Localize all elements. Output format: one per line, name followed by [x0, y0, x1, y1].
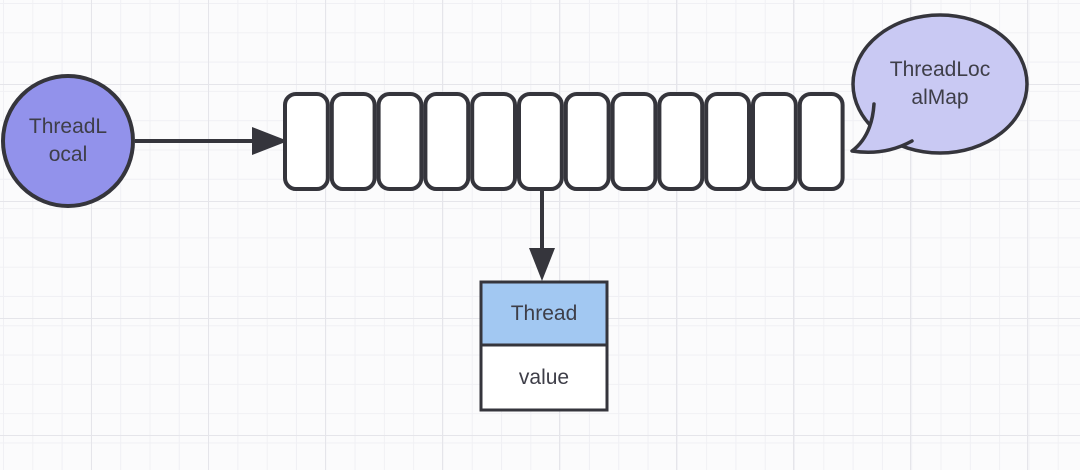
arrowhead-down-icon: [529, 248, 555, 281]
arrowhead-right-icon: [252, 127, 288, 155]
entry-header-cell: [479, 280, 609, 347]
array-slot: [517, 92, 564, 191]
arrow-slot-to-entry: [529, 191, 555, 281]
array-slot: [329, 92, 377, 191]
threadlocal-circle: [1, 74, 135, 208]
array-slot: [751, 92, 798, 191]
slot-array: [283, 92, 845, 191]
threadlocalmap-bubble: [851, 13, 1029, 155]
array-slot: [376, 92, 424, 191]
bubble-tail: [850, 102, 914, 154]
entry-value-cell: [479, 343, 609, 412]
array-slot: [657, 92, 705, 191]
array-slot: [797, 92, 845, 191]
arrow-threadlocal-to-map: [135, 127, 288, 155]
entry-box: [479, 280, 609, 412]
array-slot: [470, 92, 518, 191]
array-slot: [610, 92, 658, 191]
array-slot: [563, 92, 611, 191]
array-slot: [704, 92, 752, 191]
array-slot: [283, 92, 330, 191]
array-slot: [423, 92, 471, 191]
